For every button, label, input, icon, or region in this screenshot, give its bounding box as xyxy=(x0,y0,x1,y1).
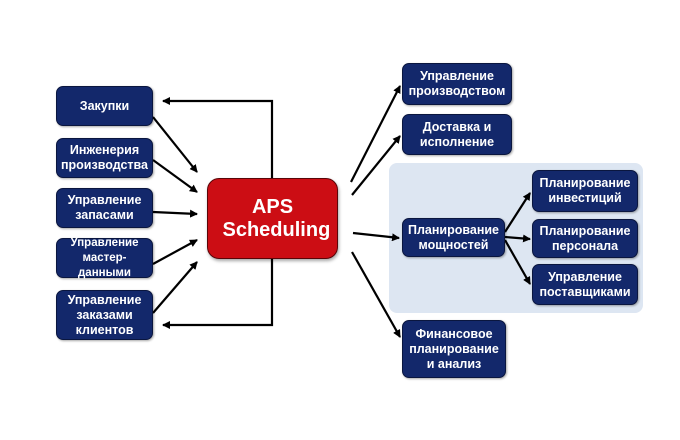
arrow-inventory-to-center xyxy=(152,209,198,218)
child-node-suppliers: Управление поставщиками xyxy=(532,264,638,305)
child-node-personnel: Планирование персонала xyxy=(532,219,638,258)
arrow-center-to-orders xyxy=(162,259,274,329)
node-label: Планирование персонала xyxy=(539,223,631,253)
arrow-center-to-finance xyxy=(351,251,401,338)
input-node-customer-orders: Управление заказами клиентов xyxy=(56,290,153,340)
node-label: Управление запасами xyxy=(67,193,142,222)
input-node-engineering: Инженерия производства xyxy=(56,138,153,178)
node-label: Управление заказами клиентов xyxy=(67,292,142,337)
arrow-zakupki-to-center xyxy=(152,116,198,173)
node-label: Планирование инвестиций xyxy=(539,176,631,205)
input-node-inventory: Управление запасами xyxy=(56,188,153,228)
arrow-capacity-to-personnel xyxy=(504,234,531,243)
arrow-capacity-to-investments xyxy=(504,192,531,233)
arrow-center-to-capacity xyxy=(352,231,400,242)
arrow-masterdata-to-center xyxy=(152,239,198,265)
node-label: Инженерия производства xyxy=(60,143,149,172)
arrow-capacity-to-suppliers xyxy=(504,239,531,285)
child-node-investments: Планирование инвестиций xyxy=(532,170,638,212)
node-label: Планирование мощностей xyxy=(407,222,500,252)
node-label: Управление производством xyxy=(408,69,506,98)
arrow-center-to-delivery xyxy=(351,135,401,196)
center-label: APS Scheduling xyxy=(222,195,331,241)
arrow-orders-to-center xyxy=(152,261,198,314)
arrow-center-to-production xyxy=(350,85,401,183)
output-node-production: Управление производством xyxy=(402,63,512,105)
input-node-master-data: Управление мастер-данными xyxy=(56,236,153,279)
node-label: Доставка и исполнение xyxy=(419,119,495,149)
aps-scheduling-node: APS Scheduling xyxy=(207,178,338,259)
output-node-finance: Финансовое планирование и анализ xyxy=(402,320,506,378)
node-label: Управление поставщиками xyxy=(539,269,631,299)
node-label: Управление мастер-данными xyxy=(70,236,139,279)
input-node-purchasing: Закупки xyxy=(56,86,153,126)
arrow-center-to-zakupki xyxy=(162,97,274,178)
output-node-capacity: Планирование мощностей xyxy=(402,218,505,257)
node-label: Финансовое планирование и анализ xyxy=(409,326,499,371)
arrow-engineering-to-center xyxy=(152,159,198,193)
node-label: Закупки xyxy=(79,98,130,113)
output-node-delivery: Доставка и исполнение xyxy=(402,114,512,155)
